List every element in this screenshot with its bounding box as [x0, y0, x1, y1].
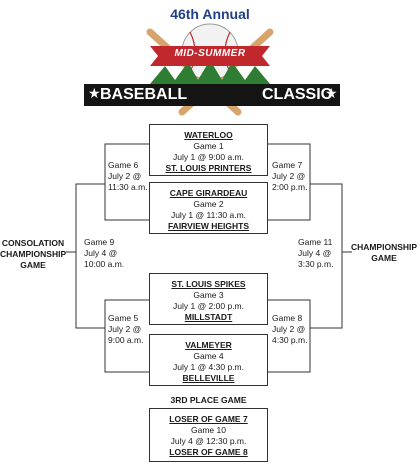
- game-9-label: Game 9: [84, 237, 115, 247]
- event-logo: 46th Annual MID-SUMMER ★ BASEBALL CLASSI…: [0, 0, 420, 120]
- game-1-time: July 1 @ 9:00 a.m.: [173, 152, 244, 162]
- game-4-team-top: VALMEYER: [185, 340, 232, 350]
- game-1-team-bottom: ST. LOUIS PRINTERS: [165, 163, 252, 173]
- game-3-team-top: ST. LOUIS SPIKES: [171, 279, 246, 289]
- star-left-icon: ★: [88, 85, 101, 101]
- game-6-label: Game 6: [108, 160, 139, 170]
- game-9-info: Game 9 July 4 @ 10:00 a.m.: [84, 237, 124, 270]
- game-9-time: 10:00 a.m.: [84, 259, 125, 269]
- game-4-label: Game 4: [193, 351, 224, 361]
- championship-game-label: CHAMPIONSHIP GAME: [350, 242, 418, 264]
- game-4-team-bottom: BELLEVILLE: [182, 373, 235, 383]
- game-11-date: July 4 @: [298, 248, 332, 258]
- star-right-icon: ★: [325, 85, 338, 101]
- logo-classic-word: CLASSIC: [262, 86, 333, 103]
- ribbon-icon: [150, 46, 270, 66]
- game-3-box: ST. LOUIS SPIKES Game 3 July 1 @ 2:00 p.…: [149, 273, 268, 325]
- game-4-box: VALMEYER Game 4 July 1 @ 4:30 p.m. BELLE…: [149, 334, 268, 386]
- game-10-team-top: LOSER OF GAME 7: [169, 414, 248, 424]
- game-7-date: July 2 @: [272, 171, 306, 181]
- game-7-label: Game 7: [272, 160, 303, 170]
- game-11-time: 3:30 p.m.: [298, 259, 334, 269]
- game-10-time: July 4 @ 12:30 p.m.: [170, 436, 247, 446]
- game-8-time: 4:30 p.m.: [272, 335, 308, 345]
- game-6-info: Game 6 July 2 @ 11:30 a.m.: [108, 160, 148, 193]
- game-10-label: Game 10: [191, 425, 226, 435]
- game-6-time: 11:30 a.m.: [108, 182, 148, 192]
- game-3-label: Game 3: [193, 290, 224, 300]
- third-place-label: 3RD PLACE GAME: [170, 395, 247, 405]
- game-1-box: WATERLOO Game 1 July 1 @ 9:00 a.m. ST. L…: [149, 124, 268, 176]
- game-3-time: July 1 @ 2:00 p.m.: [173, 301, 244, 311]
- game-10-team-bottom: LOSER OF GAME 8: [169, 447, 248, 457]
- game-5-label: Game 5: [108, 313, 139, 323]
- consolation-line-3: GAME: [20, 260, 46, 270]
- game-2-label: Game 2: [193, 199, 224, 209]
- game-8-info: Game 8 July 2 @ 4:30 p.m.: [272, 313, 307, 346]
- game-1-team-top: WATERLOO: [184, 130, 233, 140]
- game-5-date: July 2 @: [108, 324, 142, 334]
- game-2-team-top: CAPE GIRARDEAU: [169, 188, 248, 198]
- game-3-team-bottom: MILLSTADT: [184, 312, 233, 322]
- game-11-label: Game 11: [298, 237, 333, 247]
- game-4-time: July 1 @ 4:30 p.m.: [173, 362, 244, 372]
- game-7-time: 2:00 p.m.: [272, 182, 308, 192]
- consolation-line-2: CHAMPIONSHIP: [0, 249, 67, 259]
- game-1-label: Game 1: [193, 141, 224, 151]
- consolation-championship-label: CONSOLATION CHAMPIONSHIP GAME: [0, 238, 66, 271]
- game-9-date: July 4 @: [84, 248, 118, 258]
- game-5-time: 9:00 a.m.: [108, 335, 144, 345]
- logo-annual: 46th Annual: [170, 6, 250, 22]
- logo-banner: [84, 84, 340, 106]
- game-2-team-bottom: FAIRVIEW HEIGHTS: [167, 221, 250, 231]
- logo-midsummer: MID-SUMMER: [174, 48, 246, 59]
- game-6-date: July 2 @: [108, 171, 142, 181]
- game-7-info: Game 7 July 2 @ 2:00 p.m.: [272, 160, 307, 193]
- game-5-info: Game 5 July 2 @ 9:00 a.m.: [108, 313, 143, 346]
- game-8-label: Game 8: [272, 313, 303, 323]
- championship-line-2: GAME: [371, 253, 397, 263]
- logo-baseball-word: BASEBALL: [100, 86, 188, 103]
- grass-icon: [150, 60, 270, 84]
- game-2-time: July 1 @ 11:30 a.m.: [170, 210, 247, 220]
- championship-line-1: CHAMPIONSHIP: [350, 242, 418, 252]
- game-11-info: Game 11 July 4 @ 3:30 p.m.: [298, 237, 333, 270]
- game-10-box: LOSER OF GAME 7 Game 10 July 4 @ 12:30 p…: [149, 408, 268, 462]
- consolation-line-1: CONSOLATION: [1, 238, 65, 248]
- game-2-box: CAPE GIRARDEAU Game 2 July 1 @ 11:30 a.m…: [149, 182, 268, 234]
- game-8-date: July 2 @: [272, 324, 306, 334]
